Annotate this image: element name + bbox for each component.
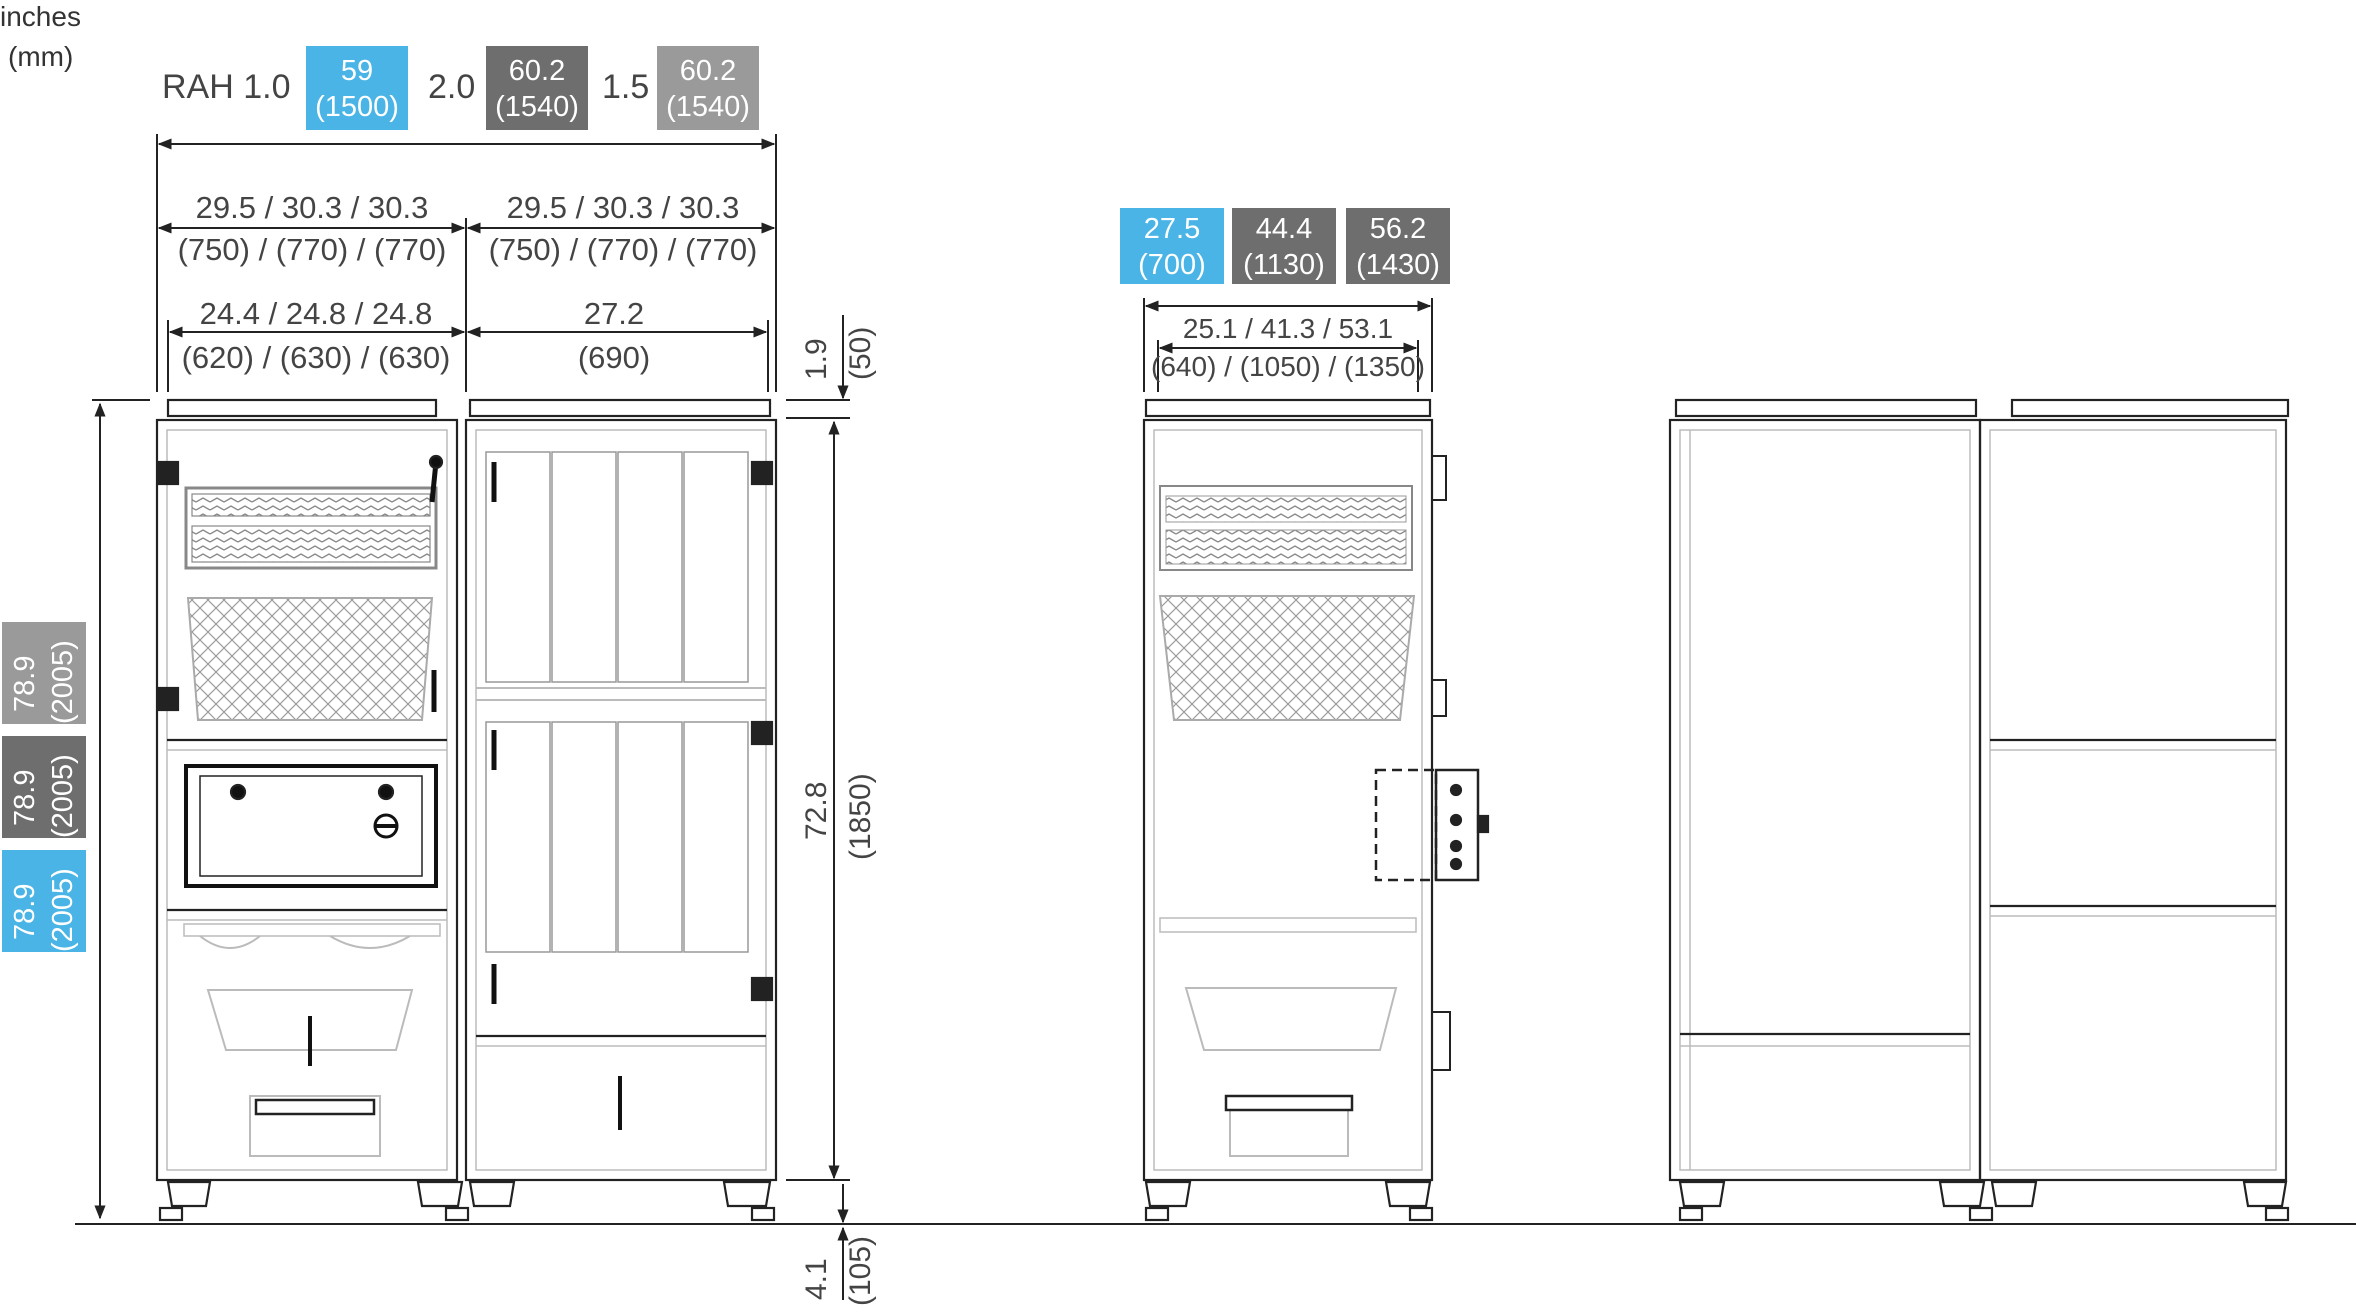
side-view-badges: 27.5 (700) 44.4 (1130) 56.2 (1430) [1120, 208, 1450, 284]
right-top-lid [468, 398, 772, 418]
side-rah10-mm: (700) [1138, 249, 1206, 281]
left-inner-width-mm: (620) / (630) / (630) [182, 340, 451, 375]
left-inner-width-in: 24.4 / 24.8 / 24.8 [200, 296, 433, 331]
front-fan-motor [249, 1095, 381, 1157]
front-view-unit [155, 398, 778, 1222]
model-prefix-label: RAH 1.0 [162, 68, 291, 106]
badge-rah15-in: 60.2 [680, 55, 736, 87]
height-rah10-mm: (2005) [47, 868, 79, 952]
badge-side-rah15 [1346, 208, 1450, 284]
right-inner-width-in: 27.2 [584, 296, 644, 331]
side-depth-dimension [1143, 298, 1433, 392]
badge-rah10-width [306, 46, 408, 130]
foot-height-mm: (105) [844, 1236, 877, 1306]
hinge [156, 686, 180, 712]
front-dimensions [156, 134, 777, 392]
height-rah15-mm: (2005) [47, 640, 79, 724]
left-top-lid [166, 398, 438, 418]
height-rah20-mm: (2005) [47, 754, 79, 838]
height-rah20-in: 78.9 [9, 770, 41, 826]
bag-filters [485, 451, 749, 953]
badge-height-rah20 [2, 736, 86, 838]
height-badges: 78.9 (2005) 78.9 (2005) 78.9 (2005) [2, 622, 86, 952]
front-filter-cassette [184, 486, 438, 570]
badge-height-rah15 [2, 622, 86, 724]
badge-rah10-in: 59 [341, 55, 373, 87]
height-rah10-in: 78.9 [9, 884, 41, 940]
badge-height-rah10 [2, 850, 86, 952]
side-rah10-in: 27.5 [1144, 213, 1200, 245]
top-gap-dimension [786, 315, 850, 419]
units-inches: inches [0, 1, 81, 32]
side-depth-in: 25.1 / 41.3 / 53.1 [1183, 313, 1393, 344]
model-20-label: 2.0 [428, 68, 475, 106]
front-fan-housing [206, 989, 414, 1051]
hinge [156, 460, 180, 486]
right-module-width-mm: (750) / (770) / (770) [489, 232, 758, 267]
front-humidifier-basket [186, 597, 434, 721]
rear-view-unit [1668, 398, 2290, 1222]
top-gap-in: 1.9 [800, 338, 833, 380]
side-rah20-in: 44.4 [1256, 213, 1312, 245]
badge-rah20-in: 60.2 [509, 55, 565, 87]
right-module-width-in: 29.5 / 30.3 / 30.3 [507, 190, 740, 225]
side-depth-mm: (640) / (1050) / (1350) [1151, 351, 1425, 382]
left-module-cabinet [155, 418, 459, 1182]
foot-height-in: 4.1 [800, 1258, 833, 1300]
badge-rah20-mm: (1540) [495, 91, 579, 123]
badge-side-rah10 [1120, 208, 1224, 284]
right-module-cabinet [464, 418, 778, 1182]
control-box [184, 764, 438, 888]
body-height-dimension [786, 420, 850, 1181]
units-mm: (mm) [8, 41, 73, 72]
model-header: RAH 1.0 59 (1500) 2.0 60.2 (1540) 1.5 60… [162, 46, 759, 130]
units-legend: inches (mm) [0, 1, 81, 72]
side-rah15-in: 56.2 [1370, 213, 1426, 245]
left-module-width-mm: (750) / (770) / (770) [178, 232, 447, 267]
body-height-in: 72.8 [800, 782, 833, 840]
model-15-label: 1.5 [602, 68, 649, 106]
right-inner-width-mm: (690) [578, 340, 650, 375]
top-gap-mm: (50) [844, 327, 877, 380]
side-view-unit [1142, 398, 1490, 1222]
side-rah20-mm: (1130) [1243, 249, 1325, 281]
left-module-width-in: 29.5 / 30.3 / 30.3 [196, 190, 429, 225]
badge-rah15-mm: (1540) [666, 91, 750, 123]
badge-side-rah20 [1232, 208, 1336, 284]
badge-rah15-width [657, 46, 759, 130]
overall-height-dimension [92, 399, 150, 1220]
badge-rah10-mm: (1500) [315, 91, 399, 123]
height-rah15-in: 78.9 [9, 656, 41, 712]
badge-rah20-width [486, 46, 588, 130]
body-height-mm: (1850) [844, 773, 877, 860]
side-rah15-mm: (1430) [1356, 249, 1440, 281]
